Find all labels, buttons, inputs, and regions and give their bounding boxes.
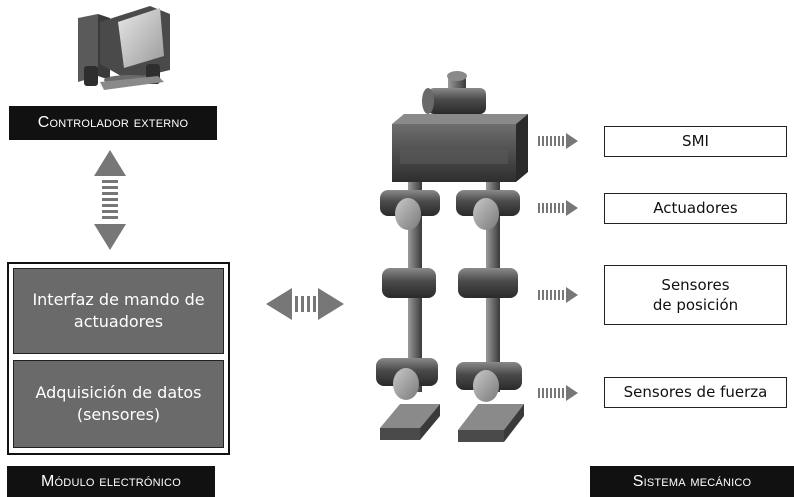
- output-arrow-sensores-fuerza: [538, 385, 578, 401]
- output-text: SMI: [682, 132, 709, 151]
- electronic-module-text: Módulo electrónico: [41, 472, 181, 490]
- output-box-actuadores: Actuadores: [604, 193, 787, 224]
- output-arrow-actuadores: [538, 200, 578, 216]
- output-arrow-smi: [538, 133, 578, 149]
- electronic-module: Interfaz de mando de actuadores Adquisic…: [7, 262, 230, 455]
- external-controller-text: Controlador externo: [37, 114, 189, 131]
- output-text: Sensores de fuerza: [623, 383, 768, 402]
- output-text: Sensores: [661, 275, 730, 294]
- actuator-command-interface-block: Interfaz de mando de actuadores: [13, 268, 224, 354]
- external-controller-label: Controlador externo: [9, 106, 217, 140]
- output-box-sensores-fuerza: Sensores de fuerza: [604, 377, 787, 408]
- output-text: Actuadores: [653, 199, 738, 218]
- mechanical-system-text: Sistema mecánico: [632, 472, 752, 490]
- mechanical-system-label: Sistema mecánico: [590, 466, 794, 497]
- data-acquisition-block: Adquisición de datos (sensores): [13, 360, 224, 448]
- double-arrow-vertical: [94, 150, 126, 250]
- robot-legs-illustration: [376, 71, 528, 442]
- output-arrow-sensores-posicion: [538, 287, 578, 303]
- double-arrow-horizontal: [266, 288, 344, 320]
- output-text: de posición: [652, 296, 739, 314]
- computer-icon: [78, 6, 170, 90]
- block-line: Interfaz de mando de: [32, 289, 205, 309]
- electronic-module-label: Módulo electrónico: [7, 466, 215, 497]
- block-line: actuadores: [73, 312, 164, 331]
- block-line: Adquisición de datos: [35, 382, 202, 402]
- output-box-sensores-posicion: Sensores de posición: [604, 265, 787, 325]
- block-line: (sensores): [76, 405, 161, 424]
- output-box-smi: SMI: [604, 126, 787, 157]
